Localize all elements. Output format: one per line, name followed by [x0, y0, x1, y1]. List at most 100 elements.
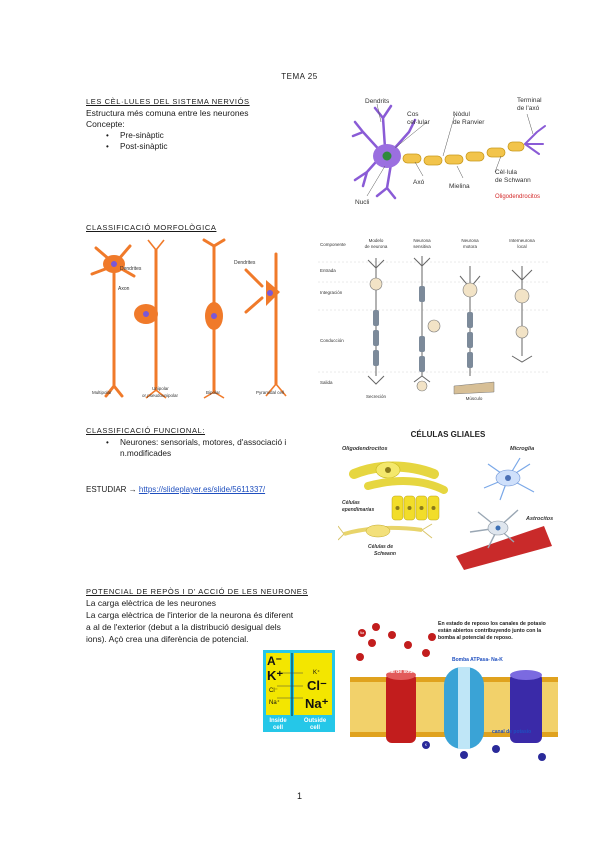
glia-title: CÉLULAS GLIALES	[411, 430, 486, 439]
row-label: Conducción	[320, 338, 344, 343]
row-label: Salida	[320, 380, 333, 385]
section-heading-morphology: CLASSIFICACIÓ MORFOLÒGICA	[86, 223, 217, 232]
label-secrecion: Secreción	[366, 394, 387, 399]
label-pyramidal: Pyramidal cell	[256, 390, 284, 395]
neuron-anatomy-figure: Dendrits Cos cel·lular Nòdul de Ranvier …	[351, 97, 546, 206]
potential-text-4: ions). Açò crea una diferència de potenc…	[86, 634, 249, 644]
astrocyte-drawing	[456, 509, 552, 570]
study-line: ESTUDIAR → https://slideplayer.es/slide/…	[86, 484, 265, 495]
potential-text-3: a al de l'exterior (debut a la distribuc…	[86, 622, 281, 632]
ion-k: K	[425, 743, 428, 747]
label-ependimarias: ependimarias	[342, 507, 374, 513]
label-canal-potasio: canal de potasio	[492, 729, 531, 735]
label-nodul: Nòdul	[453, 111, 471, 118]
label-astrocitos: Astrocitos	[525, 516, 553, 522]
label-oligodendrocitos-glia: Oligodendrocitos	[342, 446, 388, 452]
potential-text-2: La carga elèctrica de l'interior de la n…	[86, 610, 294, 620]
col-label: Neurona	[413, 238, 431, 243]
concept-text: Concepte:	[86, 119, 125, 129]
label-bipolar: Bipolar	[206, 390, 221, 395]
label-nucli: Nucli	[355, 199, 369, 206]
label-dendrites: Dendrites	[120, 266, 142, 272]
label-bomba: Bomba ATPasa- Na-K	[452, 657, 503, 663]
study-link[interactable]: https://slideplayer.es/slide/5611337/	[138, 485, 266, 494]
membrane-text-1: En estado de reposo los canales de potas…	[438, 621, 546, 627]
page-title: TEMA 25	[281, 72, 318, 81]
list-item: Post-sinàptic	[86, 141, 168, 152]
label-outside-cell: cell	[310, 725, 320, 731]
label-dendrits: Dendrits	[365, 98, 390, 105]
oligodendrocyte-drawing	[349, 461, 448, 494]
label-mielina: Mielina	[449, 183, 470, 190]
label-dendrites-2: Dendrites	[234, 260, 256, 266]
concept-list: Pre-sinàptic Post-sinàptic	[86, 130, 168, 152]
label-inside: Inside	[269, 718, 287, 724]
col-label: sensitiva	[413, 244, 431, 249]
label-ranvier: de Ranvier	[453, 119, 485, 126]
row-label: Integración	[320, 290, 343, 295]
label-canal-sodio: canal de sodio	[382, 669, 417, 675]
label-axo: Axó	[413, 179, 425, 186]
section-heading-functional: CLASSIFICACIÓ FUNCIONAL:	[86, 426, 206, 435]
ion-na: Na	[360, 631, 364, 635]
label-pseudounipolar: or pseudounipolar	[142, 393, 179, 398]
list-item: Pre-sinàptic	[86, 130, 168, 141]
label-terminal-axo: de l'axó	[517, 105, 540, 112]
structure-text: Estructura més comuna entre les neurones	[86, 108, 249, 118]
label-celulas: Células	[342, 500, 360, 506]
functional-list-continued: n.modificades	[120, 448, 172, 458]
myelin-sheath	[402, 141, 525, 166]
label-outside: Outside	[304, 718, 327, 724]
ion-a: A⁻	[267, 654, 282, 668]
label-multipolar: Multipolar	[92, 390, 112, 395]
col-label: Neurona	[461, 238, 479, 243]
ion-k-inside: K⁺	[267, 668, 283, 683]
schwann-drawing	[338, 523, 433, 541]
morphology-figure: Dendrites Axon Dendrites Multipolar Unip…	[90, 238, 287, 399]
ion-cl-outside: Cl⁻	[307, 678, 327, 693]
label-cellular: cel·lular	[407, 119, 431, 126]
col-label: local	[517, 244, 526, 249]
arrow-icon: →	[128, 485, 137, 494]
functional-list: Neurones: sensorials, motores, d'associa…	[86, 437, 286, 448]
ion-distribution-figure: A⁻ K⁺ Cl⁻ Na⁺ K⁺ Cl⁻ Na⁺ Inside cell Out…	[263, 650, 335, 732]
page-number: 1	[296, 791, 302, 801]
list-item: Neurones: sensorials, motores, d'associa…	[86, 437, 286, 448]
col-label: motora	[463, 244, 478, 249]
microglia-drawing	[483, 457, 535, 501]
atpase-pump	[444, 667, 484, 749]
ion-na-inside: Na⁺	[269, 699, 280, 706]
col-label: Interneurona	[509, 238, 535, 243]
section-heading-potential: POTENCIAL DE REPÒS I D' ACCIÓ DE LES NEU…	[86, 587, 308, 596]
study-label: ESTUDIAR	[86, 485, 127, 494]
label-cos: Cos	[407, 111, 419, 118]
ependymal-cells-drawing	[391, 495, 440, 521]
sodium-channel	[386, 670, 416, 743]
label-unipolar: Unipolar	[152, 386, 169, 391]
section-heading-cells: LES CÈL·LULES DEL SISTEMA NERVIÓS	[86, 97, 250, 106]
label-terminal: Terminal	[517, 97, 542, 104]
glial-cells-figure: CÉLULAS GLIALES Oligodendrocitos Microgl…	[338, 430, 553, 570]
potassium-channel	[510, 670, 542, 743]
membrane-text-3: bomba al potencial de reposo.	[438, 635, 513, 641]
neuron-types-figure: Componente Entrada Integración Conducció…	[318, 238, 550, 401]
label-axon: Axon	[118, 286, 130, 292]
ion-cl-inside: Cl⁻	[269, 688, 278, 694]
col-label: de neurona	[365, 244, 388, 249]
label-inside-cell: cell	[273, 725, 283, 731]
col-label: Modelo	[369, 238, 384, 243]
ion-k-outside: K⁺	[313, 669, 320, 676]
label-musculo: Músculo	[466, 396, 483, 401]
label-microglia: Microglia	[510, 446, 534, 452]
potential-text-1: La carga elèctrica de les neurones	[86, 598, 216, 608]
label-oligodendrocitos: Oligodendrocitos	[495, 194, 540, 200]
row-label: Componente	[320, 242, 346, 247]
membrane-channels-figure: En estado de reposo los canales de potas…	[350, 621, 558, 761]
label-celula: Cèl·lula	[495, 169, 517, 176]
label-schwann: de Schwann	[495, 177, 531, 184]
membrane-text-2: están abiertos contribuyendo junto con l…	[438, 628, 541, 634]
ion-na-outside: Na⁺	[305, 696, 329, 711]
label-schwann-glia: Schwann	[374, 551, 396, 557]
row-label: Entrada	[320, 268, 336, 273]
label-celulas-de: Células de	[368, 544, 393, 550]
